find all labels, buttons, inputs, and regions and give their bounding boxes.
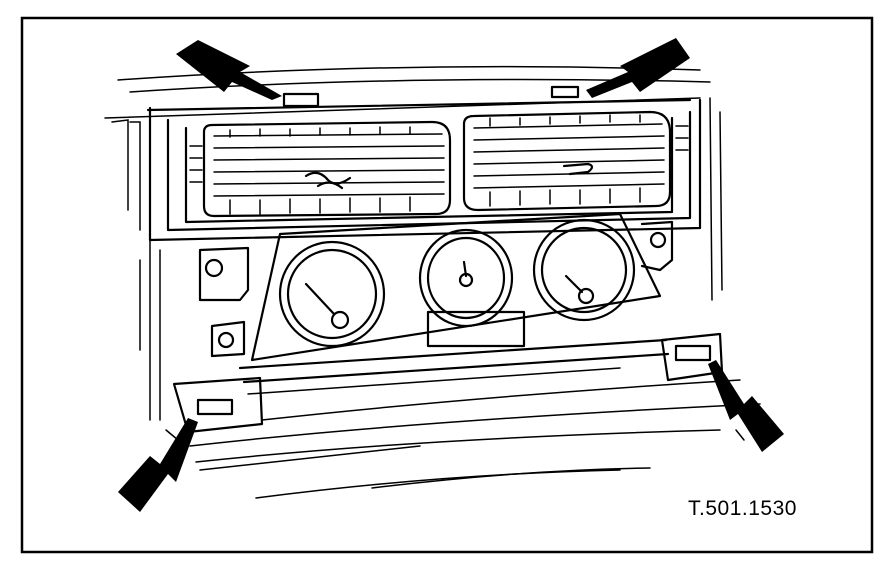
clip-top-left: [282, 92, 320, 108]
figure-reference-number: T.501.1530: [688, 497, 797, 520]
arrow-bottom-right: [708, 360, 784, 452]
gauge-center: [418, 228, 514, 328]
gauge-left: [278, 240, 386, 348]
air-vent-left: [189, 120, 452, 218]
figure-frame: [20, 16, 874, 554]
arrow-bottom-left: [118, 418, 198, 512]
left-side-contours: [139, 239, 179, 441]
instrument-panel: [198, 212, 674, 362]
clip-bottom-left: [172, 376, 264, 434]
arrow-top-right: [586, 38, 690, 98]
lower-dash-contours: [189, 379, 761, 499]
air-vent-right: [462, 110, 689, 212]
lower-trim-strip: [238, 338, 670, 395]
clip-top-right: [550, 85, 580, 99]
arrow-top-left: [176, 40, 282, 100]
gauge-right: [532, 218, 636, 322]
vent-surround: [148, 98, 702, 242]
dash-top-contours: [104, 65, 723, 301]
